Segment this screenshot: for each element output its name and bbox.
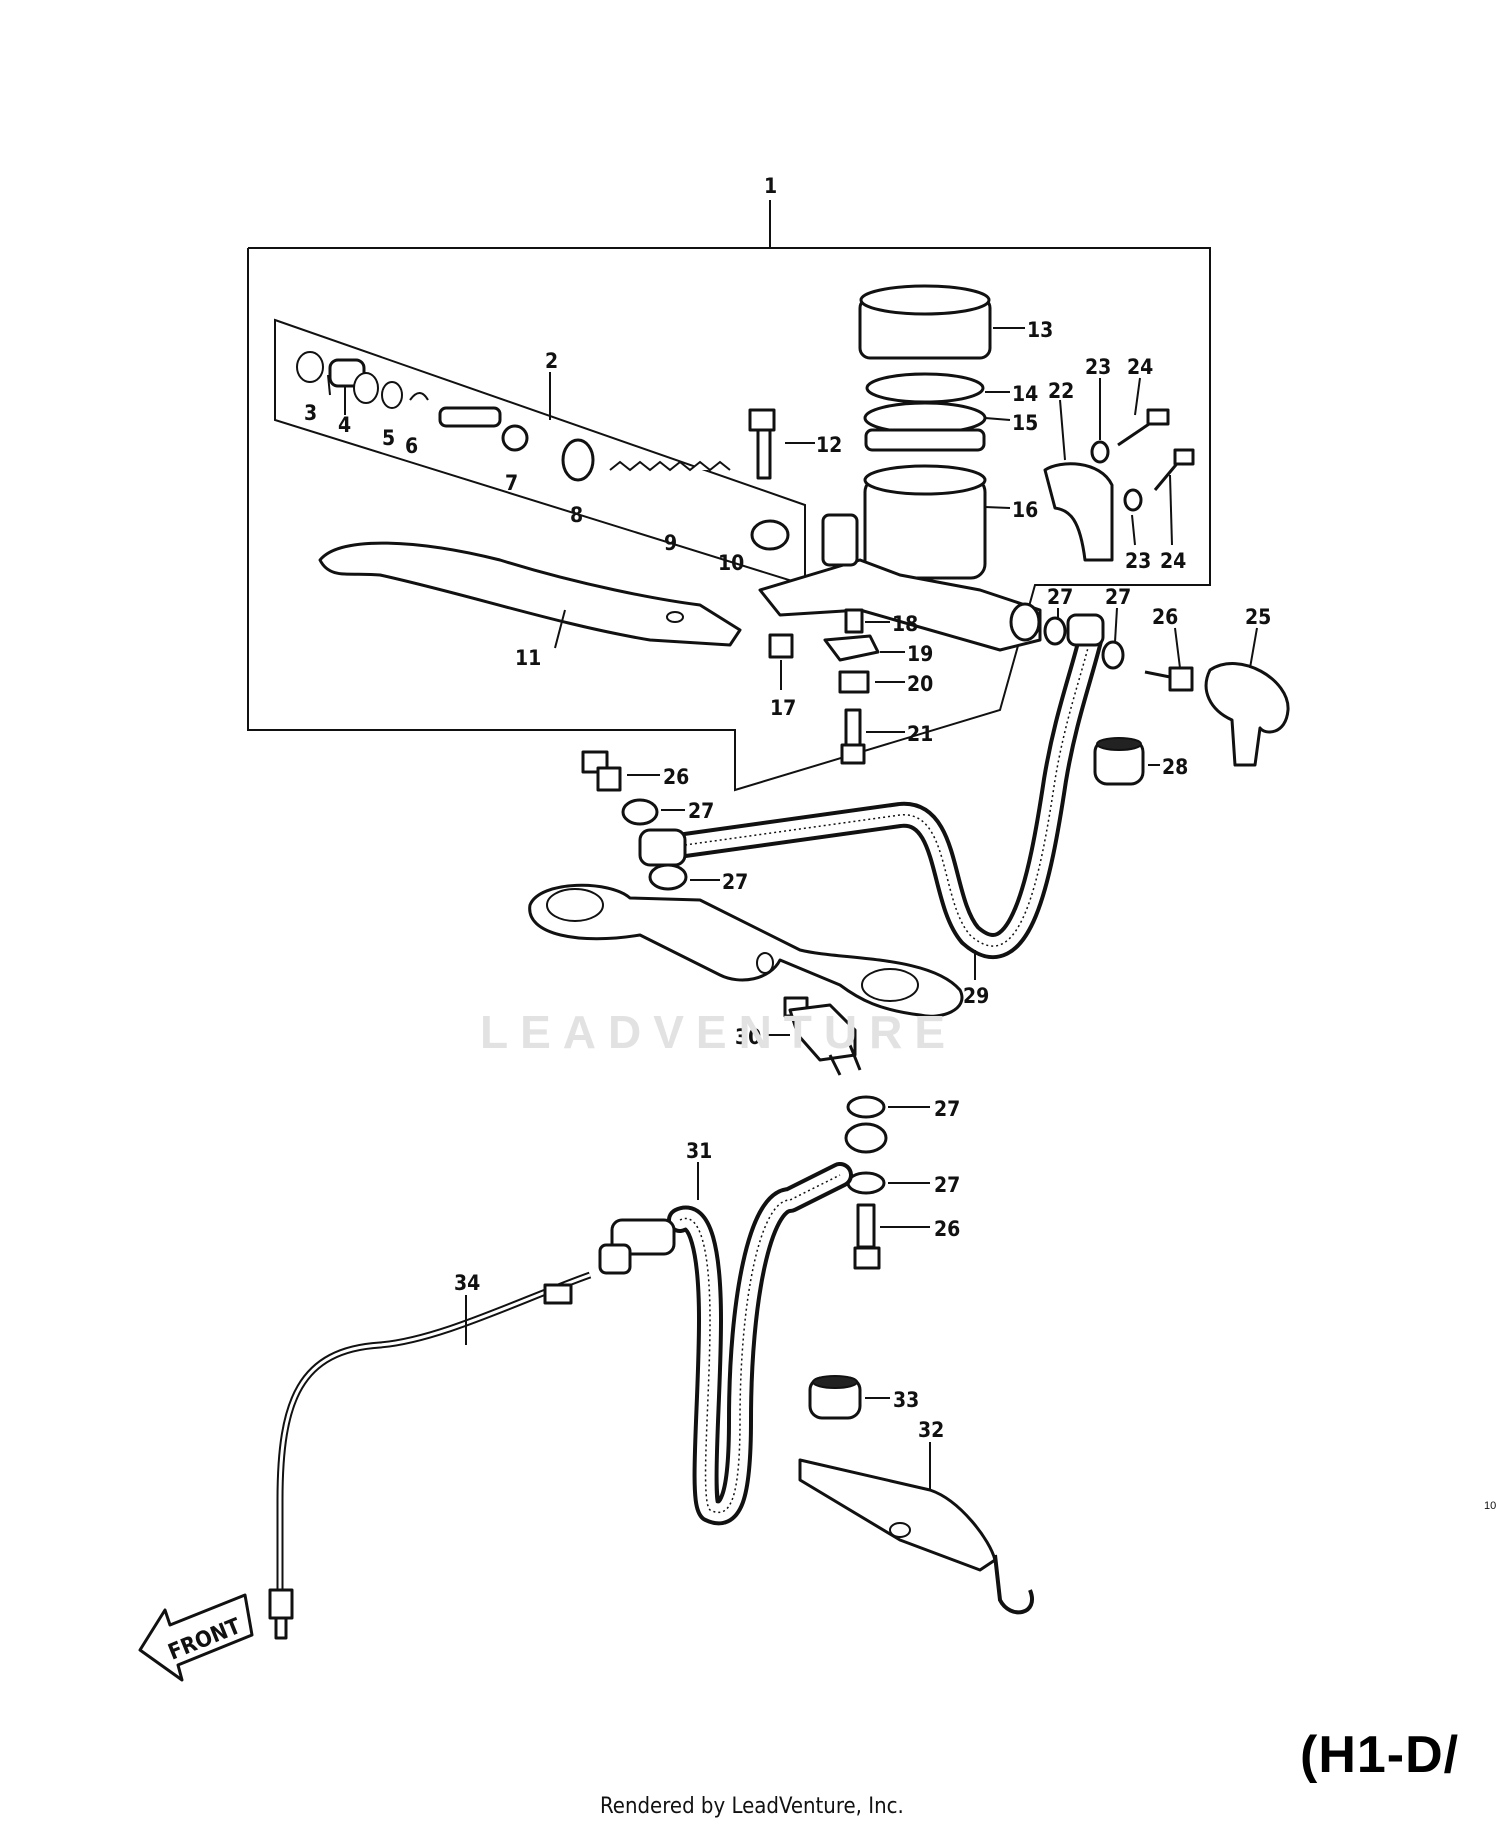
callout-26c: 26 — [934, 1217, 960, 1241]
brake-lever — [318, 541, 742, 647]
callout-31: 31 — [686, 1139, 712, 1163]
callout-3: 3 — [304, 401, 317, 425]
front-direction-arrow: FRONT — [138, 1593, 254, 1682]
callout-26a: 26 — [1152, 605, 1178, 629]
callout-23b: 23 — [1125, 549, 1151, 573]
handlebar-clamp — [1043, 462, 1114, 562]
callout-10: 10 — [718, 551, 744, 575]
callout-16: 16 — [1012, 498, 1038, 522]
lower-bracket — [528, 883, 964, 1018]
callout-9: 9 — [664, 531, 677, 555]
callout-32: 32 — [918, 1418, 944, 1442]
callout-7: 7 — [505, 471, 518, 495]
banjo-cap-set — [1093, 662, 1290, 786]
brake-light-switch — [783, 996, 862, 1076]
callout-6: 6 — [405, 434, 418, 458]
grommet — [808, 1375, 862, 1420]
lever-pivot-bolt — [748, 408, 776, 480]
footer-credit: Rendered by LeadVenture, Inc. — [600, 1794, 904, 1819]
callout-29: 29 — [963, 984, 989, 1008]
assembly-outline — [247, 200, 1211, 792]
callout-27d: 27 — [722, 870, 748, 894]
lower-brake-hose — [598, 1162, 853, 1526]
callout-11: 11 — [515, 646, 541, 670]
stop-switch-hardware — [768, 608, 880, 765]
callout-13: 13 — [1027, 318, 1053, 342]
callout-4: 4 — [338, 413, 351, 437]
diagram-code: (H1-D/ — [1300, 1726, 1460, 1784]
callout-8: 8 — [570, 503, 583, 527]
callout-27e: 27 — [934, 1097, 960, 1121]
page-number: 10 — [1484, 1500, 1497, 1512]
callout-33: 33 — [893, 1388, 919, 1412]
callout-26b: 26 — [663, 765, 689, 789]
callout-28: 28 — [1162, 755, 1188, 779]
callout-27a: 27 — [1047, 585, 1073, 609]
callout-25: 25 — [1245, 605, 1271, 629]
callout-34: 34 — [454, 1271, 480, 1295]
callout-22: 22 — [1048, 379, 1074, 403]
callout-20: 20 — [907, 672, 933, 696]
left-banjo-set — [581, 750, 688, 891]
clamp-bolts — [1090, 408, 1195, 512]
callout-24b: 24 — [1160, 549, 1186, 573]
callout-27c: 27 — [688, 799, 714, 823]
callout-15: 15 — [1012, 411, 1038, 435]
lower-banjo-set — [844, 1095, 888, 1270]
callout-5: 5 — [382, 426, 395, 450]
master-cylinder-body — [758, 513, 1042, 652]
piston-kit-parts — [296, 351, 790, 551]
watermark: LEADVENTURE — [480, 1006, 958, 1058]
callout-21: 21 — [907, 722, 933, 746]
callout-12: 12 — [816, 433, 842, 457]
hose-bracket — [798, 1458, 1034, 1615]
callout-2: 2 — [545, 349, 558, 373]
callout-14: 14 — [1012, 382, 1038, 406]
callout-19: 19 — [907, 642, 933, 666]
callout-1: 1 — [764, 174, 777, 198]
callout-24a: 24 — [1127, 355, 1153, 379]
callout-27f: 27 — [934, 1173, 960, 1197]
reservoir — [858, 284, 992, 580]
callout-23a: 23 — [1085, 355, 1111, 379]
callout-18: 18 — [892, 612, 918, 636]
callout-17: 17 — [770, 696, 796, 720]
callout-27b: 27 — [1105, 585, 1131, 609]
leader-lines — [327, 327, 1258, 1490]
callout-30: 30 — [735, 1025, 761, 1049]
callouts: 1 2 3 4 5 6 7 8 9 10 11 12 13 14 15 16 1… — [304, 174, 1271, 1442]
brake-pipe — [268, 1271, 592, 1640]
upper-brake-hose — [672, 613, 1125, 959]
